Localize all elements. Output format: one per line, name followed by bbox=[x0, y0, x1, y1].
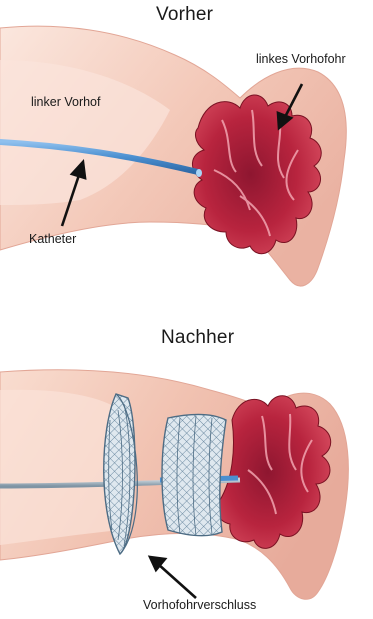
occluder-lobe bbox=[162, 414, 226, 536]
after-title: Nachher bbox=[161, 327, 234, 349]
appendage-label: linkes Vorhofohr bbox=[256, 52, 346, 66]
catheter-label: Katheter bbox=[29, 232, 76, 246]
before-title: Vorher bbox=[156, 4, 213, 26]
arrow-after bbox=[150, 557, 196, 598]
left-atrium-label: linker Vorhof bbox=[31, 95, 100, 109]
after-panel-art bbox=[0, 370, 348, 599]
occluder-label: Vorhofohrverschluss bbox=[143, 598, 256, 612]
